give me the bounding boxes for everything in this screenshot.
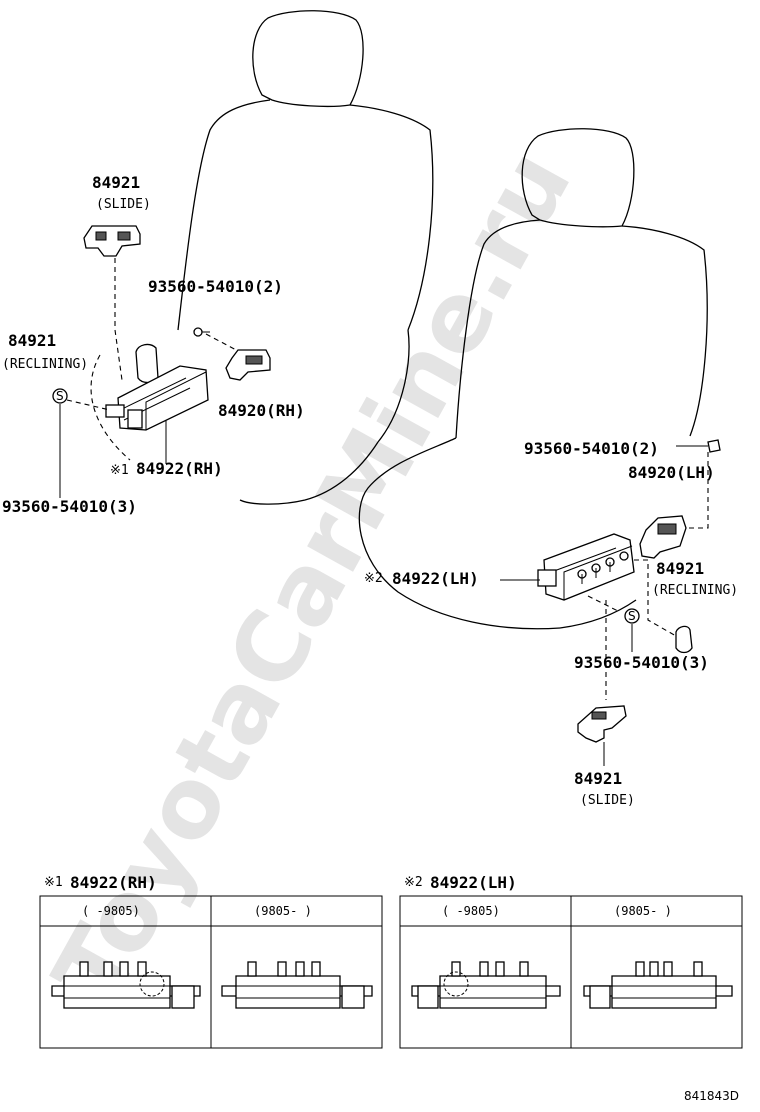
lh-panel-mark: ※2 bbox=[404, 875, 423, 890]
lh-switch-cover bbox=[639, 515, 687, 559]
rh-screw-3-label: 93560-54010(3) bbox=[2, 497, 137, 516]
rh-slide-desc: (SLIDE) bbox=[96, 197, 151, 212]
rh-switch-body bbox=[105, 365, 209, 431]
rh-slide-knob bbox=[83, 225, 141, 257]
lh-reclining-desc: (RECLINING) bbox=[652, 583, 738, 598]
lh-screw-2-label: 93560-54010(2) bbox=[524, 439, 659, 458]
rh-panel-title: 84922(RH) bbox=[70, 873, 157, 892]
lh-reclining-part-number: 84921 bbox=[656, 559, 704, 578]
lh-variant-panel: ※2 84922(LH) ( -9805) (9805- ) bbox=[399, 873, 743, 1049]
rh-switch-side-view-late bbox=[221, 961, 373, 1009]
lh-reclining-knob bbox=[675, 625, 693, 654]
rh-screw-3-mark: S bbox=[52, 388, 111, 498]
rh-screw-2-label: 93560-54010(2) bbox=[148, 277, 283, 296]
rh-reclining-knob bbox=[135, 343, 159, 384]
rh-reclining-part-number: 84921 bbox=[8, 331, 56, 350]
rh-panel-mark: ※1 bbox=[44, 875, 63, 890]
rh-switch-side-view-early bbox=[51, 961, 201, 1009]
rh-reclining-desc: (RECLINING) bbox=[2, 357, 88, 372]
lh-slide-knob bbox=[577, 705, 627, 766]
lh-switch-label: 84922(LH) bbox=[392, 569, 479, 588]
lh-panel-col1: ( -9805) bbox=[442, 904, 500, 918]
rh-seat-outline bbox=[90, 10, 434, 505]
diagram-code: 841843D bbox=[684, 1089, 739, 1103]
lh-cover-label: 84920(LH) bbox=[628, 463, 715, 482]
lh-switch-mark: ※2 bbox=[364, 571, 383, 586]
rh-panel-col2: (9805- ) bbox=[254, 904, 312, 918]
lh-switch-side-view-late bbox=[583, 961, 733, 1009]
rh-slide-part-number: 84921 bbox=[92, 173, 140, 192]
lh-slide-desc: (SLIDE) bbox=[580, 793, 635, 808]
rh-switch-label: 84922(RH) bbox=[136, 459, 223, 478]
svg-text:S: S bbox=[628, 609, 636, 623]
rh-switch-cover bbox=[225, 349, 271, 381]
lh-switch-body bbox=[537, 533, 635, 601]
lh-screw-2 bbox=[676, 439, 721, 453]
lh-panel-col2: (9805- ) bbox=[614, 904, 672, 918]
lh-screw-3-mark: S bbox=[624, 608, 640, 652]
lh-seat-outline bbox=[358, 128, 708, 630]
rh-cover-label: 84920(RH) bbox=[218, 401, 305, 420]
rh-variant-panel: ※1 84922(RH) ( -9805) (9805- ) bbox=[39, 873, 383, 1049]
rh-switch-mark: ※1 bbox=[110, 463, 129, 478]
rh-panel-col1: ( -9805) bbox=[82, 904, 140, 918]
lh-slide-part-number: 84921 bbox=[574, 769, 622, 788]
rh-screw-2 bbox=[193, 327, 210, 337]
lh-switch-side-view-early bbox=[411, 961, 561, 1009]
lh-panel-title: 84922(LH) bbox=[430, 873, 517, 892]
svg-text:S: S bbox=[56, 389, 64, 403]
lh-screw-3-label: 93560-54010(3) bbox=[574, 653, 709, 672]
